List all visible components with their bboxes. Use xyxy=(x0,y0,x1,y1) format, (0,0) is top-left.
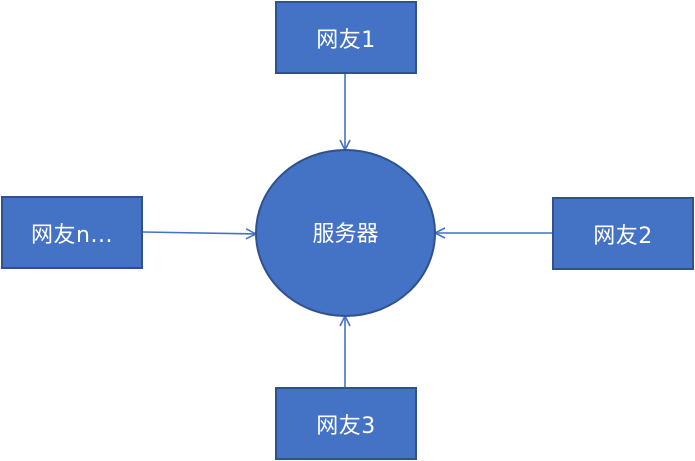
client-label-n: 网友n... xyxy=(31,222,113,248)
client-node-1: 网友1 xyxy=(275,1,417,74)
server-label: 服务器 xyxy=(312,222,378,247)
client-label-1: 网友1 xyxy=(316,27,376,53)
client-node-3: 网友3 xyxy=(275,387,417,460)
arrow-clientn-to-server xyxy=(142,232,256,234)
client-label-3: 网友3 xyxy=(316,413,376,439)
server-node xyxy=(255,149,436,317)
client-label-2: 网友2 xyxy=(593,223,653,249)
client-node-2: 网友2 xyxy=(552,197,694,270)
client-node-n: 网友n... xyxy=(1,196,143,269)
